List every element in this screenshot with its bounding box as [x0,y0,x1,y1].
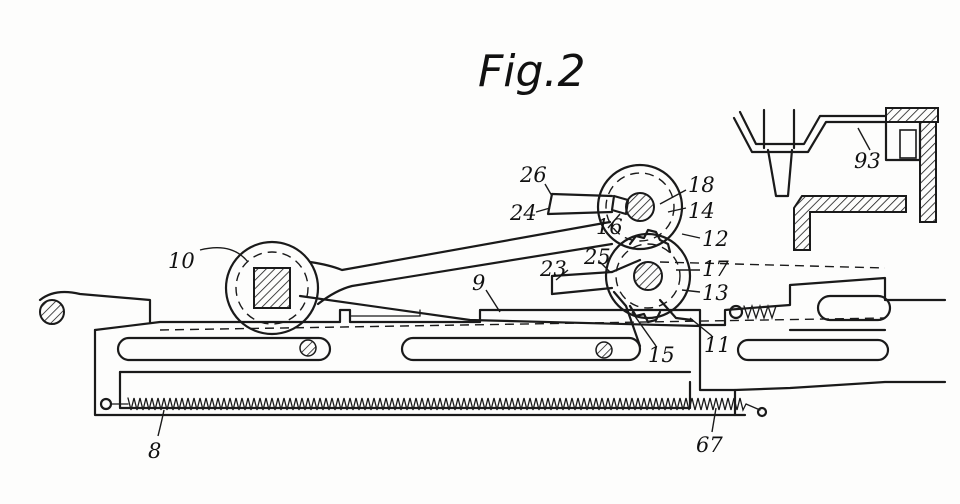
label-10: 10 [168,249,195,273]
figure-title: Fig.2 [478,46,585,97]
right-spring [728,303,777,321]
label-12: 12 [702,227,729,251]
left-stop [38,290,152,325]
label-24: 24 [509,201,537,225]
bracket-parts [732,107,939,251]
label-16: 16 [596,215,623,239]
label-15: 15 [648,343,675,367]
pawl-arm [546,192,614,216]
label-11: 11 [704,333,731,357]
frame [93,261,947,417]
label-14: 14 [688,199,715,223]
label-23: 23 [539,257,567,281]
label-9: 9 [472,271,485,295]
label-17: 17 [702,257,729,281]
spring [99,397,768,418]
guide-slots [116,294,892,362]
reference-labels: 26 24 18 14 16 12 10 23 25 17 9 13 15 11… [148,149,881,463]
label-26: 26 [519,163,547,187]
detent-pawl [612,290,694,348]
lower-gear [604,228,692,324]
label-18: 18 [688,173,715,197]
upper-gear [596,163,684,251]
label-13: 13 [702,281,729,305]
label-93: 93 [854,149,881,173]
lever-arm [224,220,702,336]
leader-lines [157,127,871,437]
label-8: 8 [148,439,161,463]
label-25: 25 [583,245,611,269]
label-67: 67 [696,433,723,457]
